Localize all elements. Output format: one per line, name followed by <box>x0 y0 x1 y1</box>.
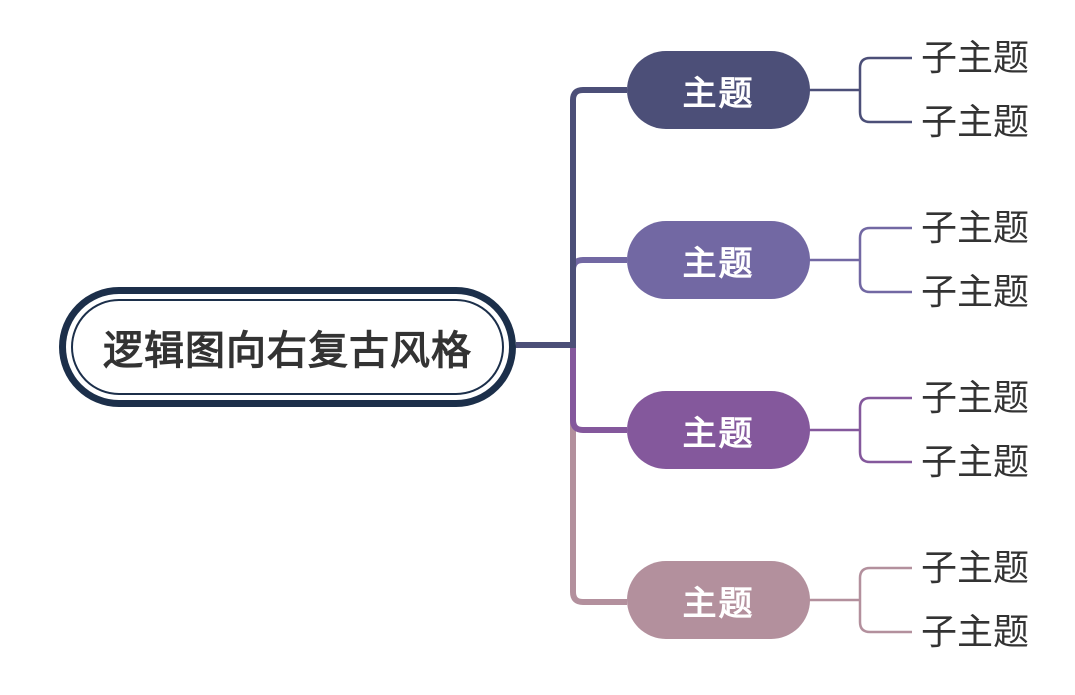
topic-node-4[interactable]: 主题 <box>627 561 810 639</box>
subtopic-connector-2 <box>809 226 912 294</box>
central-topic-node[interactable]: 逻辑图向右复古风格 <box>71 299 504 395</box>
subtopic-connector-1 <box>809 56 912 124</box>
subtopic-label[interactable]: 子主题 <box>921 377 1030 418</box>
subtopic-label[interactable]: 子主题 <box>921 547 1030 588</box>
subtopic-label[interactable]: 子主题 <box>921 611 1030 652</box>
subtopic-label[interactable]: 子主题 <box>921 441 1030 482</box>
branch-connector-4 <box>516 342 627 605</box>
subtopic-label[interactable]: 子主题 <box>921 101 1030 142</box>
subtopic-label[interactable]: 子主题 <box>921 37 1030 78</box>
subtopic-connector-4 <box>809 566 912 634</box>
branch-connector-1 <box>516 87 627 348</box>
branch-connector-3 <box>516 342 627 433</box>
subtopic-label[interactable]: 子主题 <box>921 207 1030 248</box>
topic-node-1[interactable]: 主题 <box>627 51 810 129</box>
subtopic-label[interactable]: 子主题 <box>921 271 1030 312</box>
topic-node-2[interactable]: 主题 <box>627 221 810 299</box>
topic-node-3[interactable]: 主题 <box>627 391 810 469</box>
subtopic-connector-3 <box>809 396 912 464</box>
